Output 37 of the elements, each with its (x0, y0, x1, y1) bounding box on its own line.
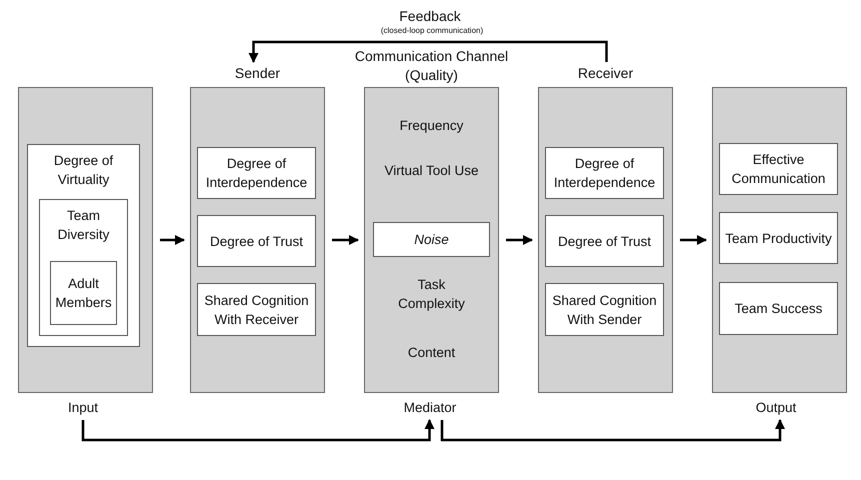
column-heading: Sender (234, 64, 282, 83)
stage-label: Input (66, 399, 100, 417)
factor-label: Shared Cognition With Sender (551, 292, 658, 328)
column-heading: Receiver (576, 64, 634, 83)
factor-box (545, 283, 664, 336)
factor-label: Degree of Interdependence (552, 155, 656, 192)
stage-label: Mediator (402, 399, 458, 417)
factor-box (27, 144, 140, 347)
factor-box (197, 215, 316, 267)
factor-label: Virtual Tool Use (384, 162, 479, 180)
factor-box (373, 222, 490, 257)
factor-label: Degree of Trust (210, 232, 304, 250)
note-text: (closed-loop communication) (380, 26, 484, 35)
stage-label: Output (754, 399, 798, 417)
column-heading: Communication Channel (Quality) (354, 47, 510, 85)
factor-label: Degree of Trust (558, 232, 652, 250)
factor-box (545, 147, 664, 199)
factor-label: Degree of Virtuality (52, 152, 114, 189)
factor-label: Effective Communication (730, 151, 826, 188)
factor-label: Team Productivity (725, 230, 832, 248)
factor-label: Shared Cognition With Receiver (203, 292, 310, 328)
factor-label: Noise (414, 231, 449, 249)
factor-box (50, 261, 117, 325)
factor-label: Content (406, 344, 456, 362)
outcome-box (719, 212, 838, 264)
factor-label: Frequency (398, 117, 464, 135)
factor-box (197, 147, 316, 199)
factor-label: Team Success (734, 300, 822, 318)
factor-box (197, 283, 316, 336)
factor-label: Adult Members (54, 275, 113, 312)
outcome-box (719, 282, 838, 335)
factor-label: Team Diversity (56, 207, 110, 244)
factor-box (545, 215, 664, 267)
outcome-box (719, 143, 838, 195)
factor-label: Degree of Interdependence (204, 155, 308, 192)
factor-label: Task Complexity (397, 276, 466, 313)
factor-box (39, 199, 128, 336)
